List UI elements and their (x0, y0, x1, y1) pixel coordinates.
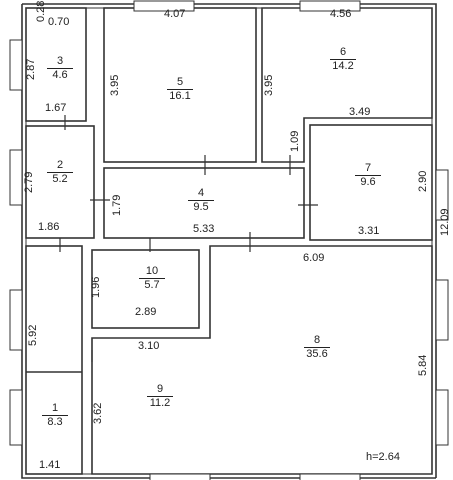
room-10-label: 10 5.7 (132, 266, 172, 291)
room-number: 10 (145, 265, 159, 277)
dimension: 12.09 (439, 208, 451, 236)
dimension: 5.92 (27, 324, 39, 346)
dimension: 0.28 (35, 0, 47, 22)
dimension: 2.90 (417, 170, 429, 192)
dimension: 1.86 (38, 221, 60, 233)
dimension: 1.79 (111, 194, 123, 216)
window (299, 0, 361, 12)
room-1-outline (25, 245, 83, 475)
window (435, 169, 449, 221)
dimension: 0.70 (48, 16, 70, 28)
room-number: 3 (56, 55, 64, 67)
room-number: 8 (313, 334, 321, 346)
room-9-label: 9 11.2 (140, 384, 180, 409)
dimension: 5.33 (193, 223, 215, 235)
dimension: 4.56 (330, 8, 352, 20)
dimension: 1.09 (289, 130, 301, 152)
dimension: 3.31 (358, 225, 380, 237)
window (435, 389, 449, 446)
room-6-label: 6 14.2 (323, 47, 363, 72)
dimension: 4.07 (164, 8, 186, 20)
room-8-outline (91, 245, 433, 475)
room-area: 35.6 (304, 347, 330, 360)
room-area: 11.2 (147, 396, 173, 409)
window (9, 389, 23, 446)
dimension: 2.79 (23, 171, 35, 193)
room-area: 5.7 (139, 278, 165, 291)
room-area: 14.2 (330, 59, 356, 72)
room-number: 7 (364, 162, 372, 174)
window (9, 39, 23, 91)
room-4-outline (103, 167, 305, 239)
room-number: 1 (51, 402, 59, 414)
room-number: 9 (156, 383, 164, 395)
dimension: 3.10 (138, 340, 160, 352)
room-7-label: 7 9.6 (348, 163, 388, 188)
dimension: 2.87 (25, 58, 37, 80)
room-number: 4 (197, 187, 205, 199)
window (299, 473, 361, 480)
dimension: 6.09 (303, 252, 325, 264)
dimension: 1.67 (45, 102, 67, 114)
room-6-outline (261, 7, 433, 163)
room-number: 6 (339, 46, 347, 58)
room-2-label: 2 5.2 (40, 160, 80, 185)
room-10-outline (91, 249, 200, 329)
room-area: 9.6 (355, 175, 381, 188)
room-1-label: 1 8.3 (35, 403, 75, 428)
window (9, 149, 23, 206)
room-area: 9.5 (188, 200, 214, 213)
room-4-label: 4 9.5 (181, 188, 221, 213)
dimension: 3.95 (263, 74, 275, 96)
room-number: 2 (56, 159, 64, 171)
room-7-outline (309, 124, 433, 241)
room-3-outline (25, 7, 87, 122)
room-8-label: 8 35.6 (297, 335, 337, 360)
dimension: 3.49 (349, 106, 371, 118)
window (149, 473, 211, 480)
dimension: 3.62 (92, 402, 104, 424)
dimension: 1.96 (90, 276, 102, 298)
room-area: 16.1 (167, 89, 193, 102)
room-area: 8.3 (42, 415, 68, 428)
window (133, 0, 195, 12)
room-3-label: 3 4.6 (40, 56, 80, 81)
window (435, 279, 449, 341)
room-number: 5 (176, 76, 184, 88)
dimension: 1.41 (39, 459, 61, 471)
ceiling-height-note: h=2.64 (366, 451, 400, 463)
room-area: 4.6 (47, 68, 73, 81)
dimension: 3.95 (109, 74, 121, 96)
window (9, 289, 23, 351)
dimension: 5.84 (417, 354, 429, 376)
dimension: 2.89 (135, 306, 157, 318)
room-5-label: 5 16.1 (160, 77, 200, 102)
room-area: 5.2 (47, 172, 73, 185)
